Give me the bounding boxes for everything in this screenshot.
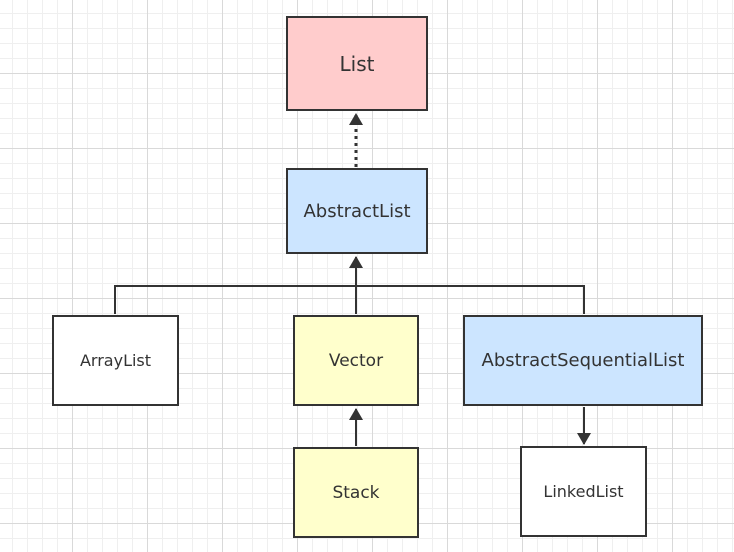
node-array-list-label: ArrayList (79, 351, 152, 370)
node-list[interactable]: List (286, 16, 428, 111)
node-array-list[interactable]: ArrayList (52, 315, 179, 406)
node-vector-label: Vector (328, 350, 384, 371)
node-linked-list-label: LinkedList (543, 482, 624, 501)
edge-abstractsequentiallist-branch (356, 285, 585, 314)
node-abstract-list-label: AbstractList (303, 200, 411, 222)
node-vector[interactable]: Vector (293, 315, 419, 406)
node-list-label: List (339, 51, 375, 76)
node-linked-list[interactable]: LinkedList (520, 446, 647, 537)
edge-arraylist-branch (114, 285, 356, 314)
node-stack[interactable]: Stack (293, 447, 419, 538)
node-abstract-sequential-list-label: AbstractSequentialList (481, 350, 685, 371)
node-abstract-sequential-list[interactable]: AbstractSequentialList (463, 315, 703, 406)
node-abstract-list[interactable]: AbstractList (286, 168, 428, 254)
node-stack-label: Stack (332, 482, 380, 503)
